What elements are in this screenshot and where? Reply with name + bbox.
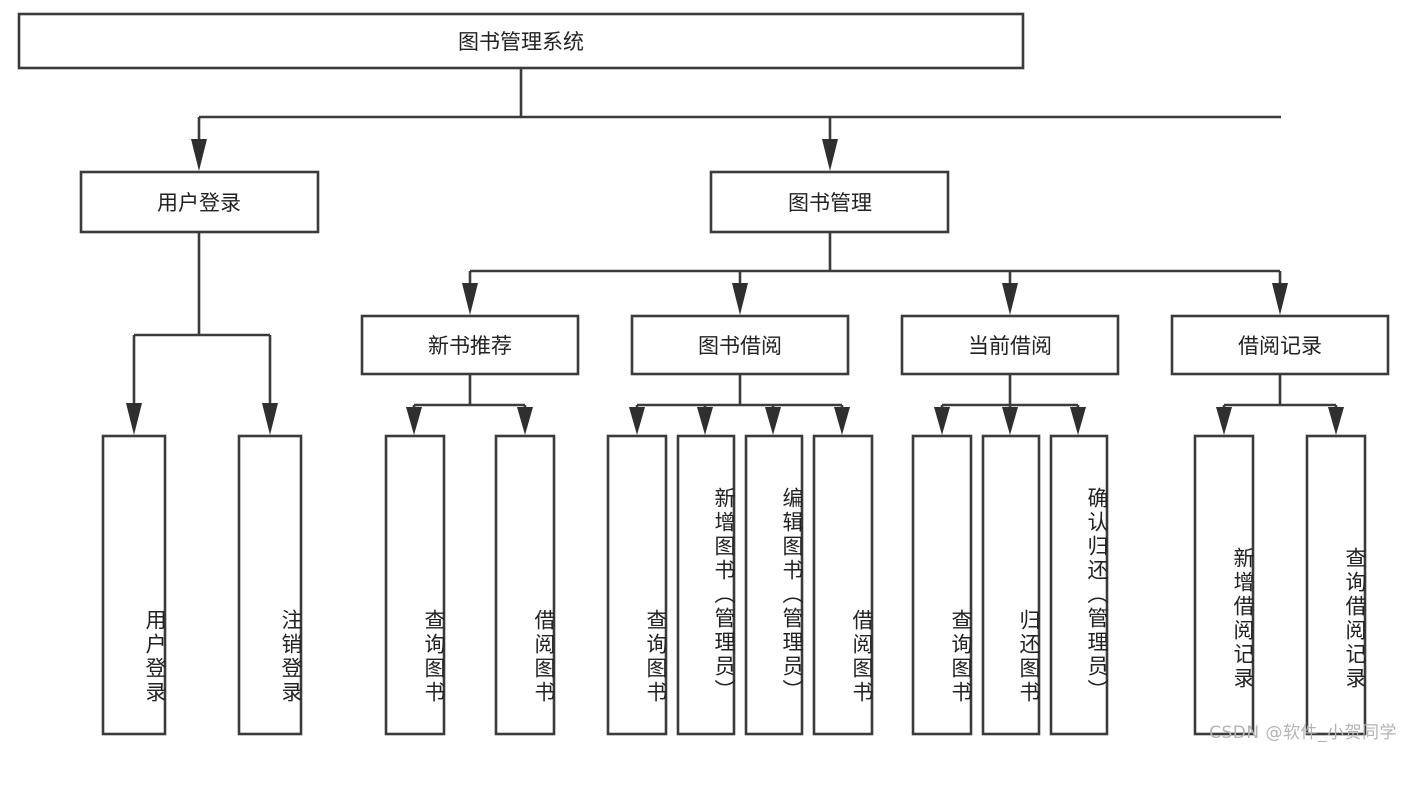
arrow-to-current-borrow [1002, 283, 1018, 315]
connector-borrow-record-to-leaves [1216, 374, 1344, 435]
node-current-borrow-box[interactable] [900, 314, 1120, 376]
connector-current-borrow-to-leaves [934, 374, 1086, 435]
arrow-to-borrow-record [1272, 283, 1288, 315]
arrow-to-leaf-query-book-2 [629, 407, 645, 435]
leaf-query-book-3-box[interactable] [911, 434, 973, 736]
arrow-to-leaf-user-login [126, 403, 142, 435]
leaf-query-book-2-box[interactable] [606, 434, 668, 736]
connector-new-book-recommend-to-leaves [406, 374, 533, 435]
connector-book-borrow-to-leaves [629, 374, 850, 435]
leaf-add-borrow-record-box[interactable] [1193, 434, 1255, 736]
node-book-borrow[interactable]: 图书借阅 [630, 314, 850, 376]
leaf-borrow-book-2-box[interactable] [812, 434, 874, 736]
arrow-to-book-borrow [732, 283, 748, 315]
arrow-to-leaf-confirm-return-admin [1070, 407, 1086, 435]
connector-root-to-level2 [191, 68, 1281, 171]
leaf-return-book-box[interactable] [981, 434, 1041, 736]
node-current-borrow-label: 当前借阅 [968, 334, 1052, 358]
arrow-to-book-management [822, 139, 838, 171]
arrow-to-new-book-recommend [462, 283, 478, 315]
connector-book-management-to-level3 [462, 232, 1288, 315]
leaf-confirm-return-admin-box[interactable] [1049, 434, 1109, 736]
arrow-to-leaf-borrow-book-1 [517, 407, 533, 435]
node-book-borrow-label: 图书借阅 [698, 334, 782, 358]
leaf-query-borrow-record-box[interactable] [1305, 434, 1367, 736]
arrow-to-leaf-borrow-book-2 [834, 407, 850, 435]
node-new-book-recommend-label: 新书推荐 [428, 334, 512, 358]
node-current-borrow[interactable]: 当前借阅 [900, 314, 1120, 376]
leaf-edit-book-admin-box[interactable] [744, 434, 804, 736]
node-root-label: 图书管理系统 [458, 30, 584, 54]
node-borrow-record-label: 借阅记录 [1238, 334, 1322, 358]
flowchart-canvas: 图书管理系统 用户登录 图书管理 [17, 12, 1397, 743]
arrow-to-leaf-query-book-1 [406, 407, 422, 435]
node-borrow-record[interactable]: 借阅记录 [1170, 314, 1390, 376]
arrow-to-leaf-return-book [1002, 407, 1018, 435]
arrow-to-leaf-query-book-3 [934, 407, 950, 435]
node-root-box[interactable] [17, 12, 1025, 70]
node-root[interactable]: 图书管理系统 [17, 12, 1025, 70]
arrow-to-leaf-logout-login [262, 403, 278, 435]
node-book-management-label: 图书管理 [788, 191, 872, 215]
arrow-to-leaf-add-borrow-record [1216, 407, 1232, 435]
leaf-query-book-1-box[interactable] [384, 434, 446, 736]
node-new-book-recommend[interactable]: 新书推荐 [360, 314, 580, 376]
arrow-to-leaf-query-borrow-record [1328, 407, 1344, 435]
arrow-to-user-login [191, 139, 207, 171]
arrow-to-leaf-add-book-admin [697, 407, 713, 435]
node-user-login-label: 用户登录 [157, 191, 241, 215]
leaf-add-book-admin-box[interactable] [676, 434, 736, 736]
arrow-to-leaf-edit-book-admin [765, 407, 781, 435]
connector-user-login-to-leaves [126, 232, 278, 435]
node-new-book-recommend-box[interactable] [360, 314, 580, 376]
node-book-management[interactable]: 图书管理 [709, 170, 950, 234]
leaf-borrow-book-1-box[interactable] [494, 434, 556, 736]
leaf-logout-login-box[interactable] [237, 434, 303, 736]
node-user-login-box[interactable] [79, 170, 320, 234]
leaf-user-login-box[interactable] [101, 434, 167, 736]
csdn-watermark: CSDN @软件_小贺同学 [1209, 723, 1397, 743]
tree-diagram-svg: 图书管理系统 用户登录 图书管理 [17, 12, 1390, 736]
node-user-login[interactable]: 用户登录 [79, 170, 320, 234]
